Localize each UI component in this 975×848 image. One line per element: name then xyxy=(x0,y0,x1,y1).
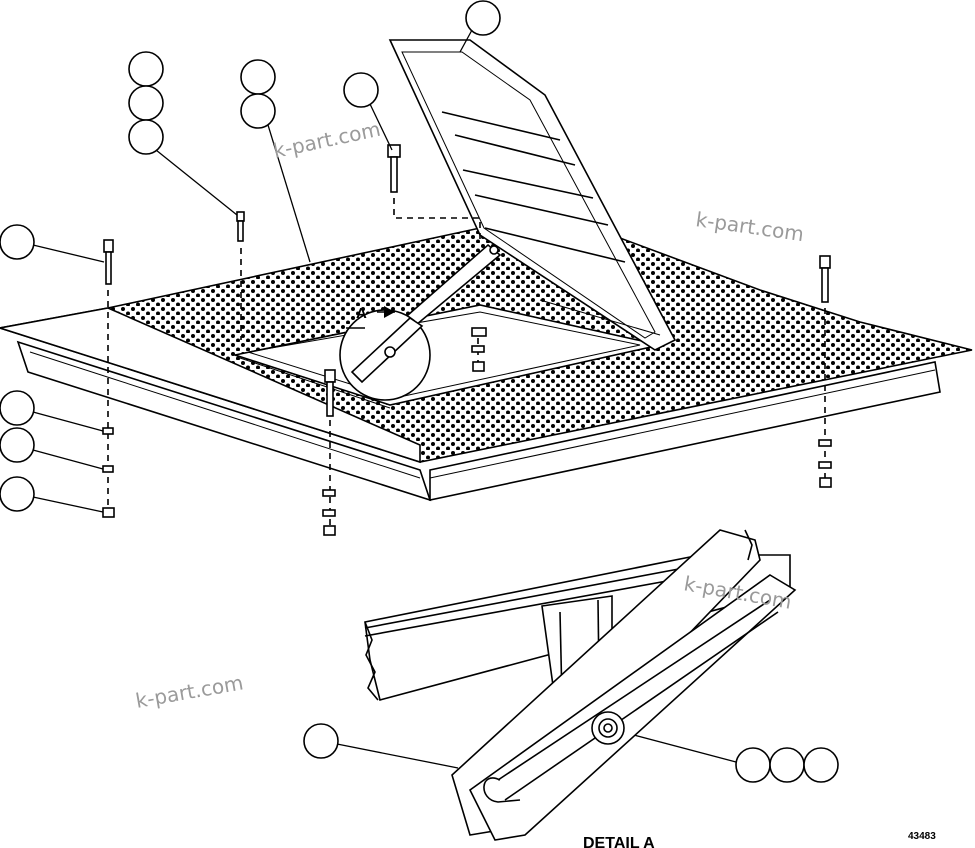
detail-a-callout xyxy=(339,306,431,401)
balloon xyxy=(128,51,164,87)
balloon xyxy=(735,747,771,783)
balloon xyxy=(240,93,276,129)
balloon xyxy=(803,747,839,783)
balloon xyxy=(465,0,501,36)
balloon xyxy=(769,747,805,783)
watermark: k-part.com xyxy=(134,670,245,713)
view-marker-a: A xyxy=(356,305,367,322)
detail-a-view xyxy=(364,529,797,841)
balloon xyxy=(343,72,379,108)
balloon xyxy=(0,390,35,426)
detail-label: DETAIL A xyxy=(583,835,655,848)
balloon xyxy=(0,224,35,260)
balloon xyxy=(0,476,35,512)
balloon xyxy=(303,723,339,759)
watermark: k-part.com xyxy=(694,207,805,246)
bolts xyxy=(102,144,832,536)
drawing-number: 43483 xyxy=(908,831,936,842)
balloon xyxy=(0,427,35,463)
platform-frame xyxy=(16,340,941,502)
balloon-callouts xyxy=(0,0,839,783)
balloon xyxy=(240,59,276,95)
balloon xyxy=(128,85,164,121)
watermark: k-part.com xyxy=(271,117,383,163)
balloon xyxy=(128,119,164,155)
